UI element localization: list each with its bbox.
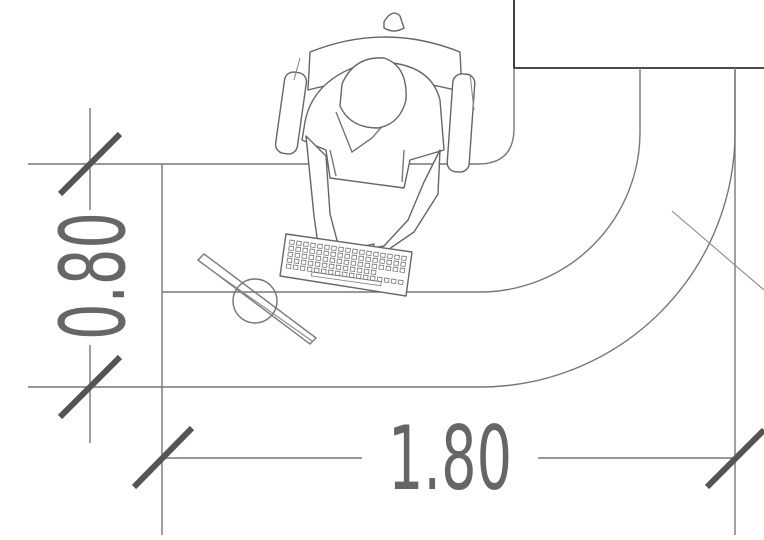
keyboard-key (320, 268, 327, 275)
keyboard-key (334, 270, 341, 277)
keyboard-key (365, 250, 372, 257)
dimension-depth: 0.80 (28, 108, 162, 443)
partition-block (513, 0, 764, 69)
keyboard-key (330, 245, 337, 252)
keyboard-key (363, 268, 370, 275)
keyboard-key (356, 267, 363, 274)
keyboard-key (357, 261, 364, 268)
keyboard-key (322, 256, 329, 263)
keyboard-key (372, 257, 379, 264)
keyboard-key (350, 260, 357, 267)
dimension-width: 1.80 (131, 407, 764, 510)
keyboard-key (393, 260, 400, 267)
keyboard-key (335, 264, 342, 271)
keyboard-key (300, 259, 307, 266)
keyboard-key (365, 256, 372, 263)
keyboard-key (308, 254, 315, 261)
keyboard-key (337, 252, 344, 259)
keyboard-key (337, 246, 344, 253)
keyboard-key (336, 258, 343, 265)
seated-person (274, 12, 476, 271)
keyboard-key (323, 250, 330, 257)
keyboard-key (378, 264, 385, 271)
rear-desk-edge (162, 68, 515, 165)
keyboard-key (385, 265, 392, 272)
keyboard-key (344, 253, 351, 260)
keyboard-key (379, 252, 386, 259)
keyboard-key (292, 264, 299, 271)
keyboard-key (383, 277, 390, 284)
keyboard-key (372, 251, 379, 258)
keyboard-key (397, 279, 404, 286)
keyboard-key (342, 265, 349, 272)
keyboard-key (348, 272, 355, 279)
keyboard-key (370, 269, 377, 276)
keyboard-key (302, 247, 309, 254)
keyboard-key (295, 246, 302, 253)
keyboard-key (294, 252, 301, 259)
keyboard-keys (285, 239, 407, 287)
keyboard-key (316, 249, 323, 256)
keyboard-key (288, 239, 295, 246)
keyboard-spacebar (310, 271, 382, 287)
keyboard-key (386, 253, 393, 260)
keyboard-key (302, 241, 309, 248)
keyboard-key (293, 258, 300, 265)
keyboard-key (358, 249, 365, 256)
keyboard-key (343, 259, 350, 266)
keyboard (279, 233, 413, 297)
keyboard-key (328, 263, 335, 270)
keyboard-key (329, 257, 336, 264)
keyboard-key (287, 251, 294, 258)
keyboard-key (309, 242, 316, 249)
keyboard-key (309, 248, 316, 255)
keyboard-key (344, 247, 351, 254)
keyboard-key (379, 258, 386, 265)
keyboard-key (323, 244, 330, 251)
keyboard-key (327, 269, 334, 276)
keyboard-key (295, 240, 302, 247)
keyboard-key (393, 254, 400, 261)
keyboard-key (351, 254, 358, 261)
keyboard-key (400, 255, 407, 262)
keyboard-key (315, 255, 322, 262)
keyboard-key (358, 255, 365, 262)
keyboard-key (313, 267, 320, 274)
keyboard-key (399, 267, 406, 274)
keyboard-key (390, 278, 397, 285)
keyboard-key (355, 273, 362, 280)
keyboard-key (316, 243, 323, 250)
keyboard-key (306, 266, 313, 273)
monitor (196, 253, 318, 345)
width-dimension-label: 1.80 (388, 407, 512, 510)
keyboard-key (288, 245, 295, 252)
keyboard-key (392, 266, 399, 273)
l-shaped-desk (161, 68, 764, 535)
keyboard-key (341, 271, 348, 278)
keyboard-key (349, 266, 356, 273)
keyboard-key (400, 261, 407, 268)
keyboard-key (371, 263, 378, 270)
keyboard-key (314, 261, 321, 268)
keyboard-key (301, 253, 308, 260)
keyboard-key (351, 248, 358, 255)
keyboard-key (386, 259, 393, 266)
keyboard-key (330, 251, 337, 258)
keyboard-key (364, 262, 371, 269)
keyboard-key (285, 263, 292, 270)
keyboard-key (321, 262, 328, 269)
depth-dimension-label: 0.80 (41, 212, 146, 340)
keyboard-key (299, 265, 306, 272)
keyboard-key (286, 257, 293, 264)
keyboard-key (307, 260, 314, 267)
